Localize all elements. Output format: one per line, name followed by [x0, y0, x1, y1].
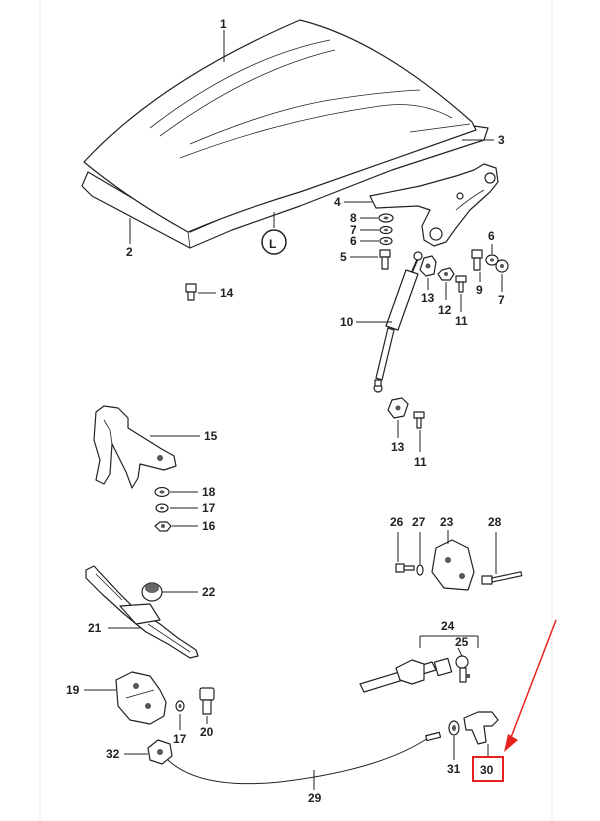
callout-13a: 13: [421, 291, 435, 305]
bolt-5-icon: [379, 249, 391, 270]
washer-7-icon: [379, 225, 393, 235]
hood-hinge: [369, 163, 499, 247]
callout-29: 29: [308, 791, 322, 805]
release-cable: [147, 731, 442, 785]
callout-6b: 6: [488, 229, 495, 243]
washer-8-icon: [378, 213, 394, 223]
callout-23: 23: [440, 515, 454, 529]
callout-10: 10: [340, 315, 354, 329]
callout-11a: 11: [455, 314, 468, 328]
callout-18: 18: [202, 485, 216, 499]
callout-24: 24: [441, 619, 455, 633]
callout-21: 21: [88, 621, 102, 635]
lock-bracket: [431, 539, 475, 591]
callout-28: 28: [488, 515, 502, 529]
washer-18-icon: [154, 486, 170, 498]
hinge-symbol-icon: [261, 229, 287, 255]
bolt-9-icon: [471, 249, 483, 271]
callout-32: 32: [106, 747, 120, 761]
callout-8: 8: [350, 211, 357, 225]
callout-3: 3: [498, 133, 505, 147]
clip-13b-icon: [387, 397, 409, 419]
callout-4: 4: [334, 195, 341, 209]
callout-5: 5: [340, 250, 347, 264]
callout-14: 14: [220, 286, 234, 300]
lock-cylinder-shaft: [359, 657, 453, 693]
latch-bracket: [93, 405, 177, 489]
key-25-icon: [455, 655, 470, 683]
callout-26: 26: [390, 515, 404, 529]
washer-17-icon: [155, 503, 169, 513]
callout-2: 2: [126, 245, 133, 259]
callout-7b: 7: [498, 293, 505, 307]
washer-7b-icon: [495, 259, 509, 273]
callout-16: 16: [202, 519, 216, 533]
gas-strut: [373, 251, 423, 393]
clip-13a-icon: [419, 255, 437, 277]
callout-7a: 7: [350, 223, 357, 237]
callout-31: 31: [447, 762, 461, 776]
callout-11b: 11: [414, 455, 427, 469]
pin-28-icon: [481, 571, 523, 585]
callout-27: 27: [412, 515, 426, 529]
callout-30: 30: [480, 763, 494, 777]
hood-panel: [81, 19, 489, 249]
nut-16-icon: [154, 521, 172, 532]
washer-27-icon: [416, 564, 424, 576]
callout-1: 1: [220, 17, 227, 31]
bump-stop-14-icon: [185, 283, 197, 301]
screw-26-icon: [395, 563, 415, 573]
callout-15: 15: [204, 429, 218, 443]
callout-17b: 17: [173, 732, 187, 746]
washer-17b-icon: [175, 700, 185, 712]
screw-11b-icon: [413, 411, 425, 429]
callout-20: 20: [200, 725, 214, 739]
washer-6-icon: [379, 236, 393, 246]
callout-12: 12: [438, 303, 452, 317]
bolt-20-icon: [199, 687, 215, 715]
callout-22: 22: [202, 585, 216, 599]
callout-17a: 17: [202, 501, 216, 515]
hood-latch: [115, 671, 167, 725]
washer-6b-icon: [485, 254, 499, 266]
callout-25: 25: [455, 635, 469, 649]
sleeve-31-icon: [448, 720, 460, 736]
callout-30-highlight-box: [472, 756, 504, 782]
callout-13b: 13: [391, 440, 405, 454]
screw-11a-icon: [455, 275, 467, 293]
pull-handle-30-icon: [463, 711, 499, 745]
callout-19: 19: [66, 683, 80, 697]
red-arrow-icon: [504, 619, 557, 752]
grommet-22-icon: [141, 582, 163, 602]
callout-6a: 6: [350, 234, 357, 248]
callout-9: 9: [476, 283, 483, 297]
nut-12-icon: [437, 267, 455, 281]
hinge-symbol-glyph: L: [269, 237, 276, 251]
striker-plate: [85, 565, 199, 659]
